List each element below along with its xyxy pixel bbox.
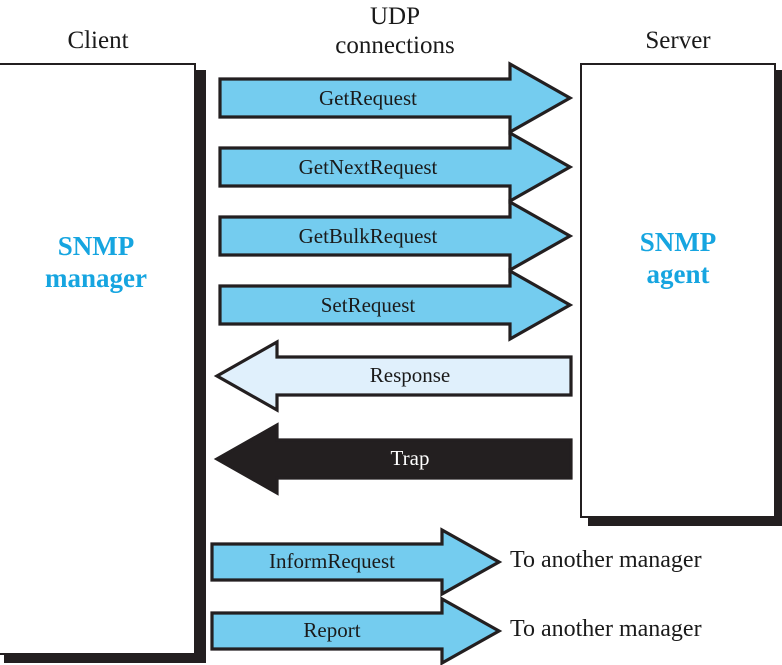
- snmp-agent-label: SNMP agent: [639, 227, 717, 289]
- server-heading: Server: [645, 27, 711, 54]
- client-box-shadow-right: [196, 70, 206, 662]
- annotation-inform-target: To another manager: [510, 547, 702, 573]
- server-box-shadow-bottom: [588, 518, 782, 526]
- server-box-shadow-right: [776, 70, 782, 525]
- arrow-trap: [213, 422, 573, 496]
- arrow-get-bulk-request: [218, 199, 574, 273]
- arrow-get-next-request: [218, 130, 574, 204]
- annotation-report-target: To another manager: [510, 616, 702, 642]
- arrow-get-request: [218, 61, 574, 135]
- arrow-label-response: Response: [369, 363, 451, 387]
- arrow-report: [210, 596, 503, 665]
- arrow-label-get-bulk-request: GetBulkRequest: [298, 224, 438, 248]
- snmp-agent-box: [580, 63, 776, 518]
- arrow-label-get-request: GetRequest: [319, 86, 417, 110]
- arrow-label-inform-request: InformRequest: [269, 549, 395, 573]
- arrow-label-set-request: SetRequest: [320, 293, 416, 317]
- arrow-label-get-next-request: GetNextRequest: [298, 155, 438, 179]
- client-box-shadow-bottom: [4, 653, 206, 663]
- snmp-manager-box: [0, 63, 196, 655]
- arrow-inform-request: [210, 527, 503, 597]
- arrow-label-report: Report: [303, 618, 361, 642]
- client-heading: Client: [67, 27, 129, 54]
- udp-connections-heading: UDP connections: [335, 3, 455, 59]
- snmp-manager-label: SNMP manager: [45, 231, 147, 293]
- arrow-response: [213, 339, 573, 413]
- arrow-label-trap: Trap: [390, 446, 430, 470]
- arrow-set-request: [218, 268, 574, 342]
